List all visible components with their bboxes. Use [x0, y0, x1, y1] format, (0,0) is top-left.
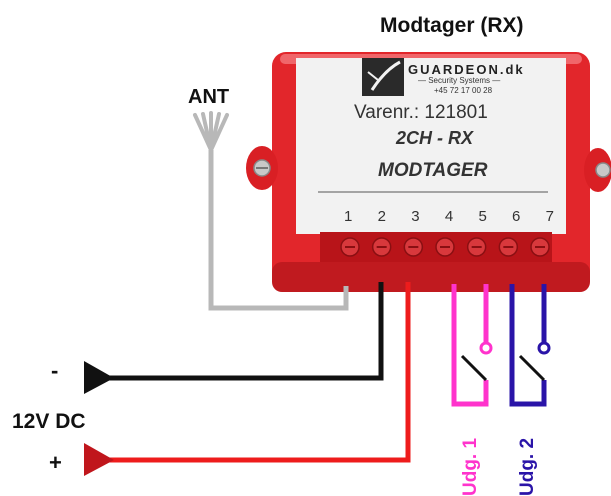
antenna — [193, 111, 349, 311]
device-label — [296, 58, 566, 234]
output-1-label: Udg. 1 — [460, 437, 481, 496]
output-2-switch — [509, 284, 551, 407]
terminal-numbers: 1 2 3 4 5 6 7 — [344, 208, 554, 225]
device-brand-sub: — Security Systems — — [418, 76, 501, 85]
terminal-number: 2 — [377, 208, 386, 225]
terminal-screws — [340, 237, 550, 257]
device-name: MODTAGER — [378, 160, 488, 181]
device-brand: GUARDEON.dk — [408, 62, 525, 77]
antenna-label: ANT — [188, 86, 230, 108]
negative-terminal-arrow — [84, 361, 114, 394]
guardeon-logo — [362, 58, 404, 96]
positive-label: + — [49, 450, 62, 475]
diagram-title: Modtager (RX) — [380, 14, 524, 37]
positive-terminal-arrow — [84, 443, 114, 476]
terminal-number: 7 — [545, 208, 554, 225]
output-2-label: Udg. 2 — [517, 437, 538, 496]
terminal-number: 5 — [478, 208, 487, 225]
output-1-switch — [451, 284, 493, 407]
terminal-number: 3 — [411, 208, 420, 225]
terminal-number: 4 — [444, 208, 454, 225]
device-phone: +45 72 17 00 28 — [434, 86, 493, 95]
receiver-housing — [246, 52, 611, 292]
voltage-label: 12V DC — [12, 410, 86, 433]
negative-label: - — [51, 358, 59, 383]
antenna-wire — [208, 150, 349, 311]
terminal-number: 6 — [512, 208, 521, 225]
positive-wire — [106, 282, 411, 463]
mount-screw-right — [595, 162, 611, 178]
device-model: 2CH - RX — [396, 128, 474, 148]
terminal-number: 1 — [344, 208, 353, 225]
negative-wire — [106, 282, 384, 381]
antenna-symbol — [193, 111, 229, 152]
device-varenr: Varenr.: 121801 — [354, 102, 488, 123]
